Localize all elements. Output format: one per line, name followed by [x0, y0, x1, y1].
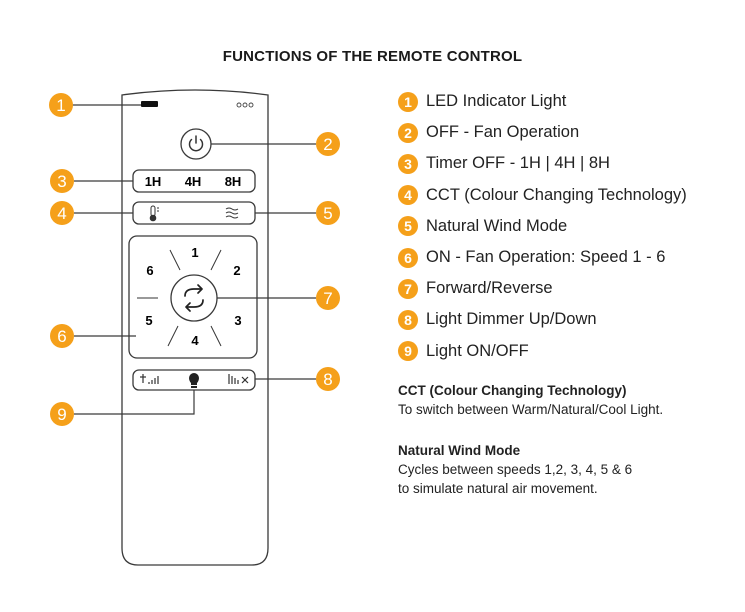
reverse-button[interactable] — [170, 274, 218, 322]
legend-number: 7 — [398, 278, 418, 299]
svg-text:8: 8 — [323, 370, 332, 389]
legend-item: 2 OFF - Fan Operation — [398, 117, 687, 148]
page-title: FUNCTIONS OF THE REMOTE CONTROL — [222, 48, 523, 65]
callout-lines — [72, 104, 316, 415]
svg-text:2: 2 — [323, 135, 332, 154]
callout-3: 3 — [50, 169, 74, 193]
svg-text:4: 4 — [57, 204, 66, 223]
callout-8: 8 — [316, 367, 340, 391]
callout-4: 4 — [50, 201, 74, 225]
cct-note: CCT (Colour Changing Technology) To swit… — [398, 381, 663, 419]
legend-number: 4 — [398, 185, 418, 206]
wind-note: Natural Wind Mode Cycles between speeds … — [398, 441, 632, 498]
cct-wind-buttons[interactable] — [132, 201, 256, 225]
wind-note-line: to simulate natural air movement. — [398, 481, 598, 496]
led-indicator-icon — [141, 101, 158, 107]
timer-8h-label: 8H — [225, 174, 242, 189]
dimmer-bars-icon — [140, 374, 159, 384]
legend-item: 5 Natural Wind Mode — [398, 211, 687, 242]
legend-number: 1 — [398, 91, 418, 112]
wind-note-line: Cycles between speeds 1,2, 3, 4, 5 & 6 — [398, 462, 633, 477]
svg-text:3: 3 — [57, 172, 66, 191]
timer-buttons[interactable]: 1H 4H 8H — [132, 169, 256, 193]
legend-text: Forward/Reverse — [426, 279, 553, 298]
thermometer-icon — [149, 205, 159, 222]
legend-text: LED Indicator Light — [426, 92, 567, 111]
cct-note-heading: CCT (Colour Changing Technology) — [398, 383, 627, 398]
legend-text: CCT (Colour Changing Technology) — [426, 185, 687, 204]
legend-text: OFF - Fan Operation — [426, 123, 580, 142]
power-button[interactable] — [180, 128, 212, 160]
legend-item: 3 Timer OFF - 1H | 4H | 8H — [398, 148, 687, 179]
callout-6: 6 — [50, 324, 74, 348]
timer-1h-label: 1H — [145, 174, 162, 189]
speed-6-label: 6 — [146, 263, 153, 278]
callout-7: 7 — [316, 286, 340, 310]
wind-wave-icon — [225, 207, 239, 219]
speed-3-label: 3 — [234, 313, 241, 328]
speed-dial-dividers — [137, 249, 249, 347]
rotate-arrows-icon — [184, 284, 204, 312]
svg-text:5: 5 — [323, 204, 332, 223]
speed-4-label: 4 — [191, 333, 199, 348]
svg-text:7: 7 — [323, 289, 332, 308]
speed-dial[interactable]: 1 2 3 4 5 6 — [128, 235, 258, 359]
wind-note-heading: Natural Wind Mode — [398, 443, 521, 458]
brightness-bars-icon — [228, 374, 249, 384]
legend-number: 8 — [398, 309, 418, 330]
legend-text: Timer OFF - 1H | 4H | 8H — [426, 154, 610, 173]
legend-number: 9 — [398, 341, 418, 362]
three-dots-icon — [236, 102, 254, 108]
legend-item: 7 Forward/Reverse — [398, 273, 687, 304]
legend-text: Light ON/OFF — [426, 341, 529, 360]
callout-9: 9 — [50, 402, 74, 426]
legend-text: Natural Wind Mode — [426, 216, 568, 235]
callout-5: 5 — [316, 201, 340, 225]
cct-note-line: To switch between Warm/Natural/Cool Ligh… — [398, 402, 664, 417]
timer-4h-label: 4H — [185, 174, 202, 189]
legend-item: 9 Light ON/OFF — [398, 336, 687, 367]
legend-number: 2 — [398, 122, 418, 143]
legend-item: 1 LED Indicator Light — [398, 86, 687, 117]
legend-number: 6 — [398, 247, 418, 268]
legend-text: ON - Fan Operation: Speed 1 - 6 — [426, 248, 666, 267]
legend-number: 5 — [398, 216, 418, 237]
callout-1: 1 — [49, 93, 73, 117]
light-buttons[interactable] — [132, 369, 256, 391]
power-icon — [188, 135, 204, 152]
legend-item: 6 ON - Fan Operation: Speed 1 - 6 — [398, 242, 687, 273]
callout-2: 2 — [316, 132, 340, 156]
speed-2-label: 2 — [233, 263, 240, 278]
legend-item: 8 Light Dimmer Up/Down — [398, 304, 687, 335]
legend-item: 4 CCT (Colour Changing Technology) — [398, 180, 687, 211]
svg-text:6: 6 — [57, 327, 66, 346]
svg-text:1: 1 — [56, 96, 65, 115]
light-bulb-icon — [189, 373, 199, 388]
callout-badges: 1 2 3 4 5 6 7 8 9 — [49, 93, 340, 426]
function-legend: 1 LED Indicator Light 2 OFF - Fan Operatio… — [398, 86, 687, 367]
legend-text: Light Dimmer Up/Down — [426, 310, 597, 329]
svg-text:9: 9 — [57, 405, 66, 424]
speed-1-label: 1 — [191, 245, 198, 260]
speed-5-label: 5 — [145, 313, 152, 328]
legend-number: 3 — [398, 153, 418, 174]
